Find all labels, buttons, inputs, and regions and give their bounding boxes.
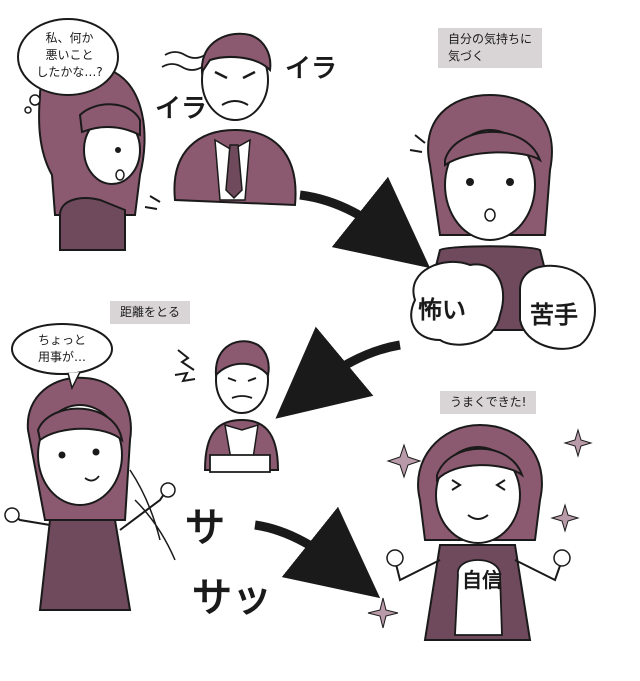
dislike-bubble: [519, 264, 596, 350]
panel3-woman: [4, 376, 176, 611]
caption-success: うまくできた!: [440, 391, 537, 414]
arrow-to-panel3: [275, 326, 401, 419]
shirt-confidence-text: 自信: [462, 568, 502, 592]
speech-bubble: [11, 323, 113, 391]
ira-right-text: イラ: [285, 54, 338, 84]
thought-bubble: [17, 18, 119, 114]
sparkle-icons: [367, 428, 593, 629]
panel3-man: [174, 340, 280, 473]
motion-lines: [129, 469, 176, 561]
speech-text: ちょっと 用事が…: [37, 333, 86, 364]
word-dislike: 苦手: [530, 301, 578, 329]
panel1-angry-man: [161, 32, 297, 207]
thought-text: 私、何か 悪いこと したかな…?: [36, 31, 103, 79]
panel1-woman: [38, 61, 161, 251]
caption-realize: 自分の気持ちに 気づく: [438, 28, 543, 68]
arrow-to-panel4: [254, 506, 381, 599]
arrow-to-panel2: [299, 176, 431, 269]
word-fear: 怖い: [418, 296, 466, 324]
caption-distance: 距離をとる: [110, 301, 191, 324]
sfx-sa: サ: [185, 505, 225, 551]
ira-left-text: イラ: [155, 94, 208, 124]
panel4-woman: [386, 423, 571, 641]
sfx-sassu: サッ: [192, 575, 272, 621]
fear-bubble: [410, 260, 505, 346]
